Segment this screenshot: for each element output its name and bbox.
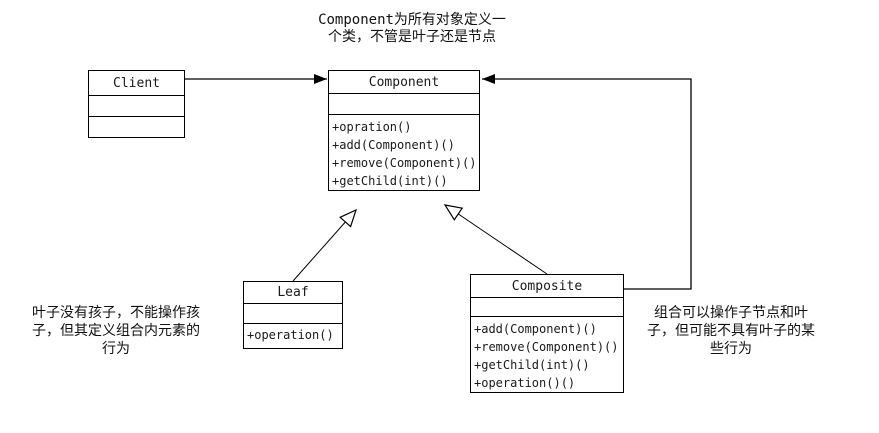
method-item: +remove(Component)() [474,340,619,354]
class-attributes-compartment [89,96,184,117]
leaf-component-generalization-line [292,208,357,282]
class-attributes-compartment [244,304,342,324]
class-methods-compartment: +add(Component)() +remove(Component)() +ge… [471,317,623,392]
class-box-composite: Composite +add(Component)() +remove(Compo… [470,274,624,393]
annotation-composite: 组合可以操作子节点和叶 子，但可能不具有叶子的某 些行为 [647,305,815,357]
class-title: Leaf [244,282,342,304]
class-methods-compartment [89,117,184,137]
class-title: Client [89,71,184,96]
class-methods-compartment: +opration() +add(Component)() +remove(Comp… [329,115,479,190]
class-attributes-compartment [471,298,623,317]
method-item: +remove(Component)() [332,156,477,170]
class-attributes-compartment [329,94,479,115]
class-title: Component [329,71,479,95]
class-box-leaf: Leaf +operation() [243,281,343,349]
method-item: +getChild(int)() [332,174,448,188]
method-item: +getChild(int)() [474,358,590,372]
class-box-client: Client [88,70,185,138]
annotation-leaf: 叶子没有孩子，不能操作孩 子，但其定义组合内元素的 行为 [32,305,200,357]
method-item: +operation()() [474,376,576,390]
method-item: +add(Component)() [332,138,455,152]
class-methods-compartment: +operation() [244,324,342,348]
method-item: +operation() [247,328,334,342]
composite-component-generalization-line [443,204,548,275]
class-title: Composite [471,275,623,299]
method-item: +add(Component)() [474,322,597,336]
composite-component-association-line [482,74,692,290]
annotation-component: Component为所有对象定义一 个类，不管是叶子还是节点 [318,12,506,45]
class-box-component: Component +opration() +add(Component)() +r… [328,70,480,191]
method-item: +opration() [332,120,412,134]
